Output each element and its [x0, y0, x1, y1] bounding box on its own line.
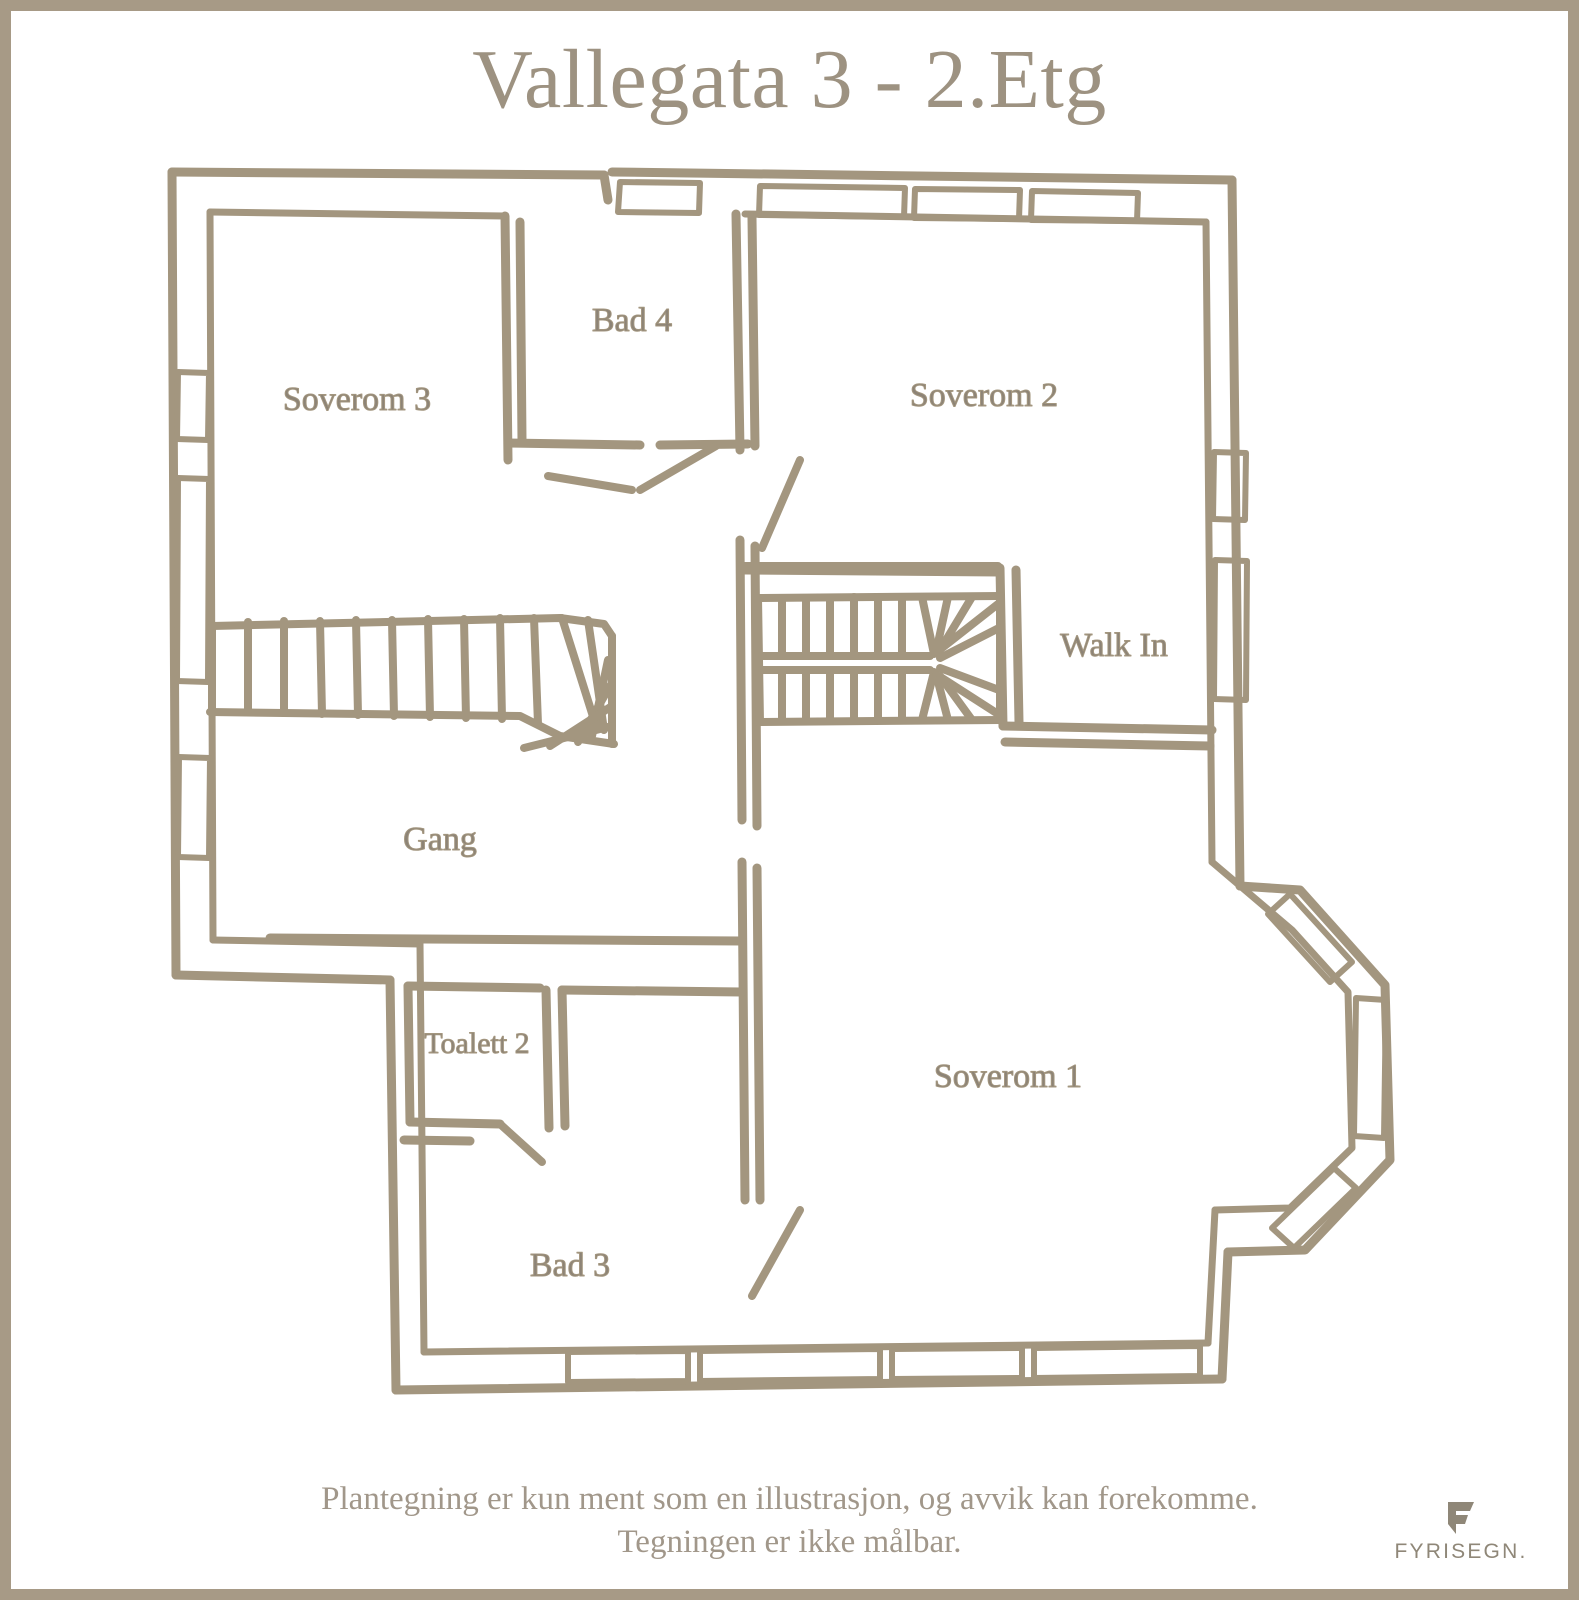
room-label-toalett-2: Toalett 2	[424, 1027, 529, 1060]
disclaimer-line-1: Plantegning er kun ment som en illustras…	[321, 1481, 1258, 1517]
room-label-bad-3: Bad 3	[530, 1247, 610, 1284]
door	[496, 442, 804, 1300]
stair-left	[206, 614, 618, 752]
disclaimer: Plantegning er kun ment som en illustras…	[0, 1478, 1579, 1564]
wall-interior	[265, 170, 1217, 1205]
window-opening	[565, 1343, 1203, 1385]
window-opening	[615, 179, 1141, 224]
stair-right	[738, 562, 1004, 726]
page-title: Vallegata 3 - 2.Etg	[472, 33, 1107, 126]
window-opening	[174, 369, 213, 861]
room-label-bad-4: Bad 4	[592, 302, 672, 339]
window-opening	[1210, 449, 1250, 703]
logo-wordmark: FYRISEGN.	[1394, 1540, 1528, 1563]
fyrisegn-f-mark	[1448, 1502, 1474, 1534]
wall-exterior	[167, 167, 1395, 1395]
room-label-walk-in: Walk In	[1060, 627, 1168, 664]
window-opening	[1265, 891, 1389, 1251]
disclaimer-line-2: Tegningen er ikke målbar.	[617, 1523, 962, 1560]
room-label-gang: Gang	[403, 821, 477, 858]
room-label-soverom-3: Soverom 3	[283, 381, 431, 418]
fyrisegn-logo: FYRISEGN.	[1381, 1500, 1541, 1582]
room-label-soverom-1: Soverom 1	[934, 1058, 1082, 1095]
room-label-soverom-2: Soverom 2	[910, 377, 1058, 414]
